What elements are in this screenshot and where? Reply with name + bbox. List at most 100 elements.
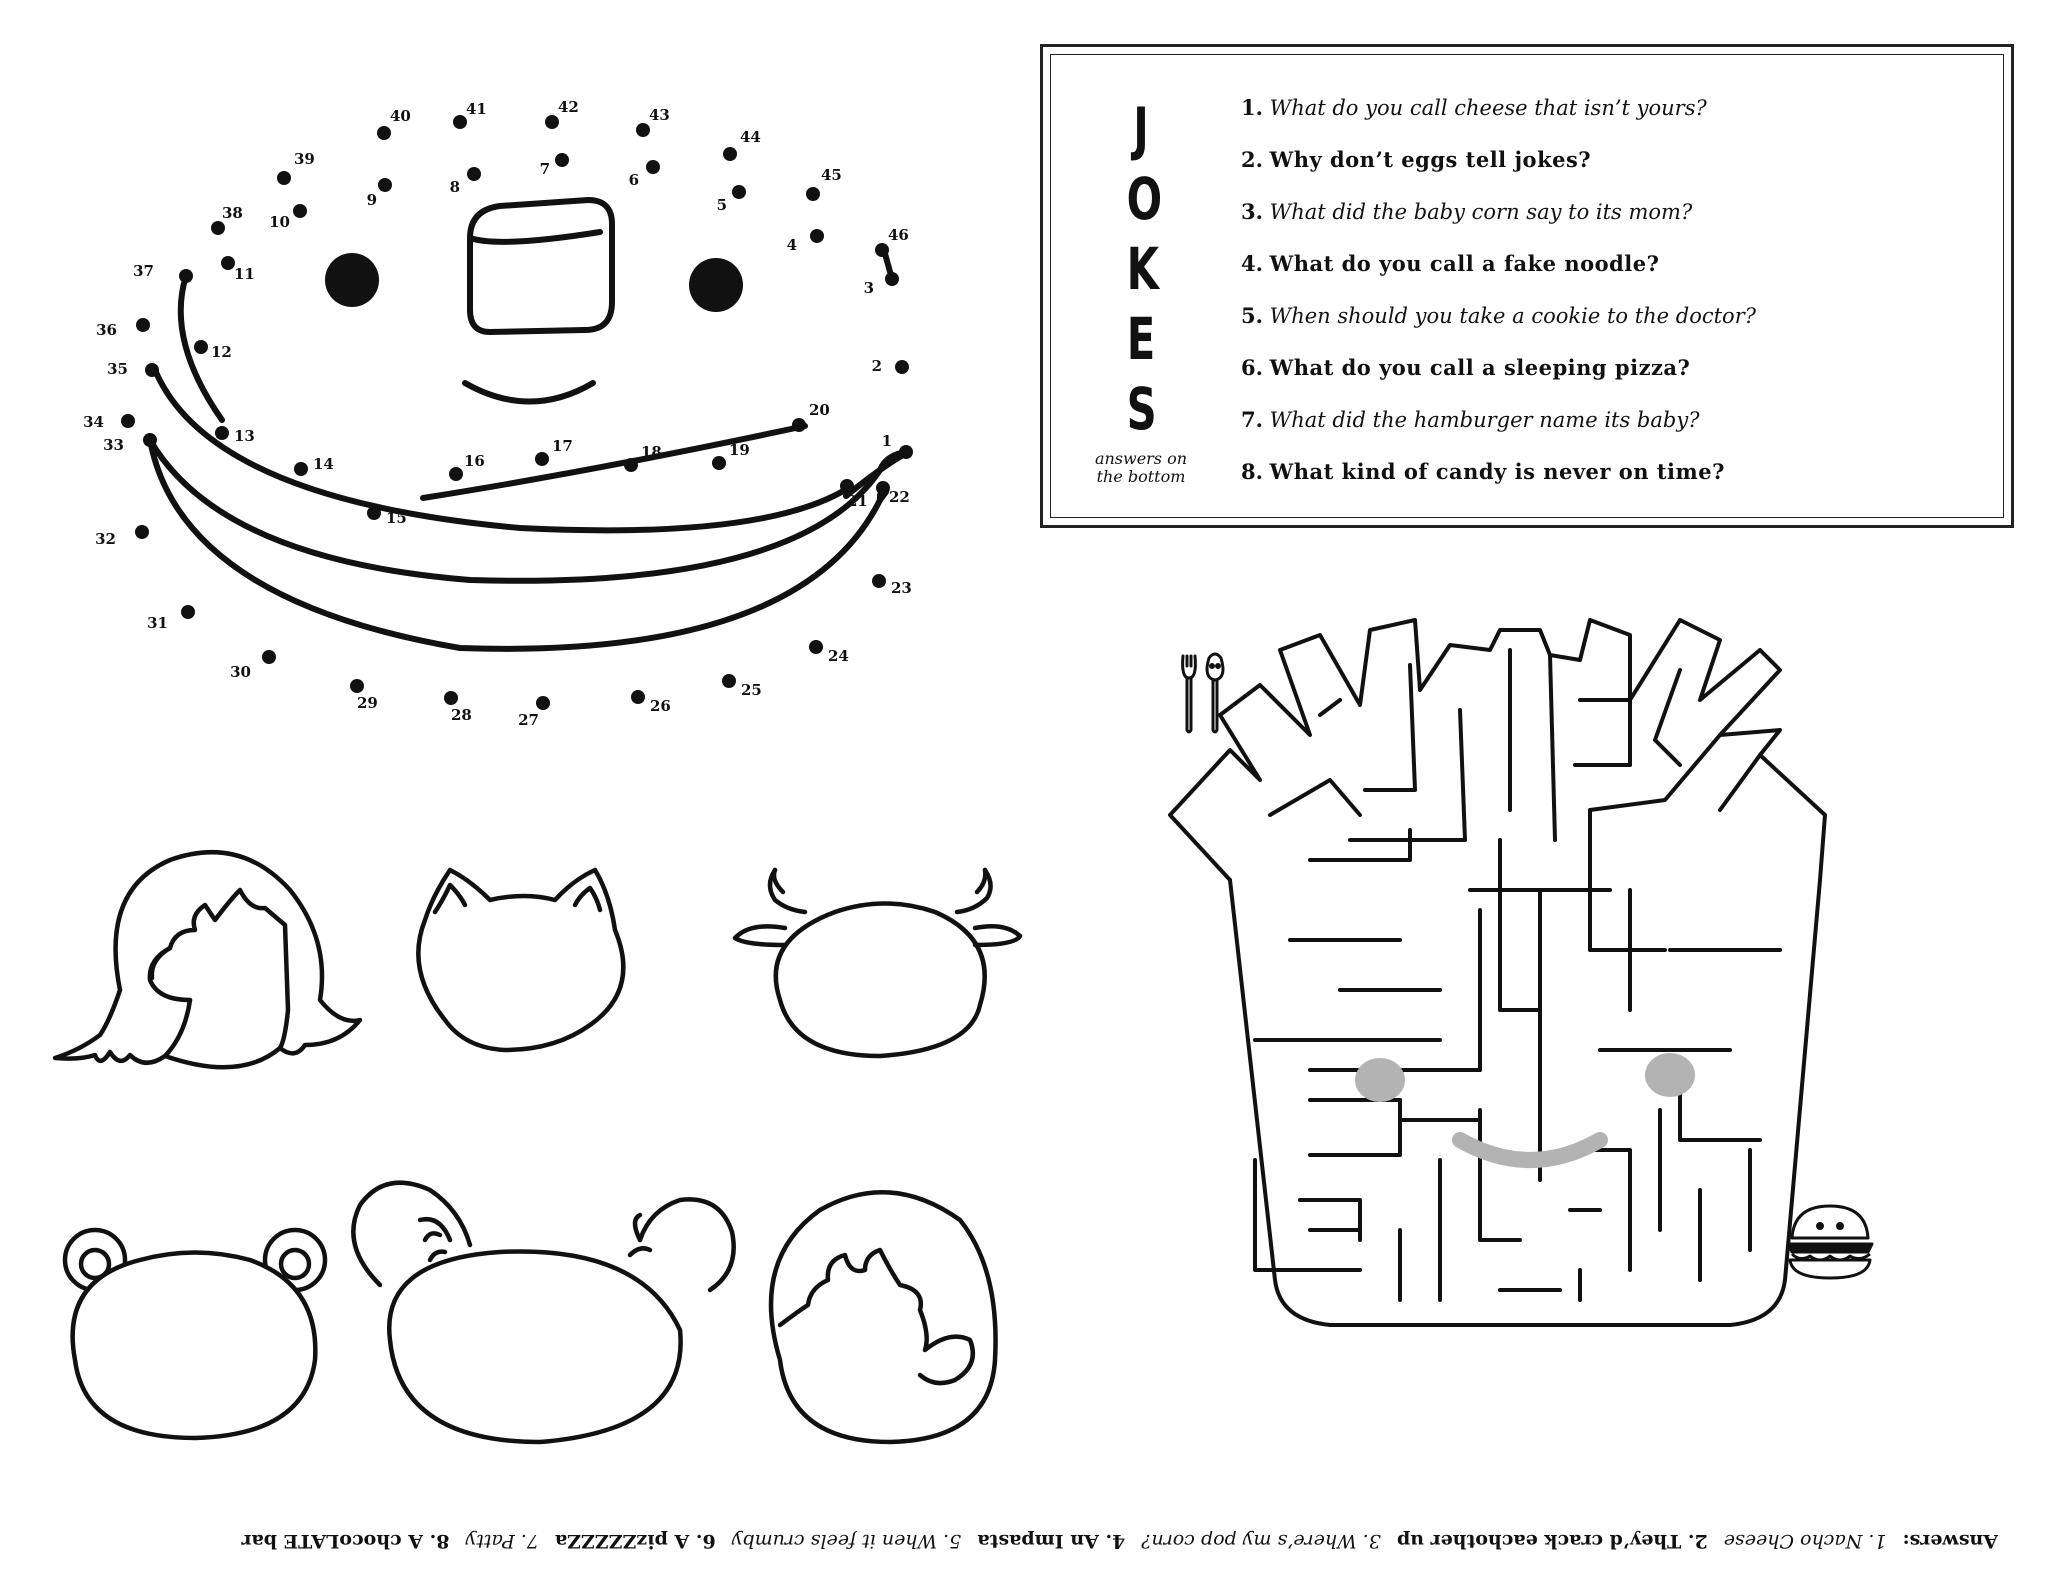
dot-point	[636, 123, 650, 137]
answers-note: answers on the bottom	[1081, 450, 1201, 486]
answers-note-line: the bottom	[1096, 467, 1186, 486]
dot-number: 15	[386, 509, 407, 527]
dot-point	[262, 650, 276, 664]
dot-point	[449, 467, 463, 481]
dot-number: 27	[518, 711, 539, 729]
dot-point	[378, 178, 392, 192]
joke-number: 1.	[1241, 95, 1263, 120]
heads-bottom-row	[62, 1180, 998, 1445]
dot-number: 5	[717, 196, 727, 214]
dot-number: 35	[107, 360, 128, 378]
dot-point	[453, 115, 467, 129]
joke-item: 1. What do you call cheese that isn’t yo…	[1241, 95, 1707, 120]
dot-number: 42	[558, 98, 579, 116]
dot-number: 29	[357, 694, 378, 712]
dot-point	[624, 458, 638, 472]
dot-number: 1	[882, 432, 892, 450]
dot-number: 12	[211, 343, 232, 361]
dot-point	[723, 147, 737, 161]
dot-point	[631, 690, 645, 704]
joke-number: 7.	[1241, 407, 1263, 432]
smile	[462, 380, 596, 405]
joke-question: What did the baby corn say to its mom?	[1269, 200, 1693, 224]
dot-point	[211, 221, 225, 235]
dot-number: 36	[96, 321, 117, 339]
dot-point	[535, 452, 549, 466]
dot-point	[875, 243, 889, 257]
dot-number: 41	[466, 100, 487, 118]
dot-point	[294, 462, 308, 476]
joke-question: What did the hamburger name its baby?	[1269, 408, 1700, 432]
dot-number: 2	[872, 357, 882, 375]
dot-point	[194, 340, 208, 354]
dot-number: 10	[269, 213, 290, 231]
dot-number: 17	[552, 437, 573, 455]
dot-point	[872, 574, 886, 588]
dot-number: 24	[828, 647, 849, 665]
jokes-title-letter: K	[1126, 235, 1159, 303]
joke-question: When should you take a cookie to the doc…	[1269, 304, 1756, 328]
dot-number: 34	[83, 413, 104, 431]
dot-point	[840, 479, 854, 493]
answer-3: 3. Where’s my pop corn?	[1141, 1530, 1381, 1552]
dot-number: 31	[147, 614, 168, 632]
bear-head-outline	[62, 1227, 328, 1441]
joke-number: 5.	[1241, 303, 1263, 328]
joke-number: 2.	[1241, 147, 1263, 172]
dot-number: 18	[641, 443, 662, 461]
cream-cheese-cube	[467, 197, 615, 335]
jokes-title-letter: O	[1126, 165, 1163, 233]
dot-number: 3	[864, 279, 874, 297]
dot-number: 37	[133, 262, 154, 280]
joke-item: 8. What kind of candy is never on time?	[1241, 459, 1725, 484]
dot-point	[885, 272, 899, 286]
dot-number: 33	[103, 436, 124, 454]
dot-point	[536, 696, 550, 710]
dot-number: 43	[649, 106, 670, 124]
dot-point	[722, 674, 736, 688]
dot-point	[646, 160, 660, 174]
dot-number: 8	[450, 178, 460, 196]
dot-number: 13	[234, 427, 255, 445]
dot-point	[367, 506, 381, 520]
dot-number: 28	[451, 706, 472, 724]
dot-point	[143, 433, 157, 447]
dot-point	[545, 115, 559, 129]
dot-number: 32	[95, 530, 116, 548]
joke-item: 6. What do you call a sleeping pizza?	[1241, 355, 1690, 380]
dot-point	[181, 605, 195, 619]
dot-number: 23	[891, 579, 912, 597]
joke-item: 3. What did the baby corn say to its mom…	[1241, 199, 1692, 224]
jokes-title-letter: E	[1126, 305, 1156, 373]
dot-number: 4	[787, 236, 797, 254]
dot-point	[555, 153, 569, 167]
dot-number: 9	[367, 191, 377, 209]
fork-icon	[1181, 652, 1225, 734]
dot-number: 25	[741, 681, 762, 699]
dot-point	[809, 640, 823, 654]
answer-1: 1. Nacho Cheese	[1723, 1530, 1887, 1552]
answer-6: 6. A pizZZZZZa	[554, 1530, 716, 1552]
fries-maze	[1168, 618, 1827, 1327]
answers-line: Answers: 1. Nacho Cheese 2. They’d crack…	[54, 1512, 1998, 1552]
dot-number: 14	[313, 455, 334, 473]
left-cheek	[1355, 1058, 1405, 1102]
dot-point	[895, 360, 909, 374]
answer-7: 7. Patty	[465, 1530, 539, 1552]
joke-question: What do you call cheese that isn’t yours…	[1269, 96, 1707, 120]
dot-number: 6	[629, 171, 639, 189]
dot-point	[135, 525, 149, 539]
dot-number: 26	[650, 697, 671, 715]
answer-8: 8. A chocoLATE bar	[241, 1530, 450, 1552]
dot-point	[444, 691, 458, 705]
answer-5: 5. When it feels crumby	[731, 1530, 962, 1552]
dot-number: 22	[889, 488, 910, 506]
joke-number: 4.	[1241, 251, 1263, 276]
dot-point	[215, 426, 229, 440]
jokes-title-letter: J	[1133, 95, 1149, 163]
joke-question: What do you call a fake noodle?	[1269, 251, 1660, 276]
heads-top-row	[52, 849, 1023, 1070]
answers-label: Answers:	[1902, 1530, 1998, 1552]
joke-question: What kind of candy is never on time?	[1269, 459, 1725, 484]
